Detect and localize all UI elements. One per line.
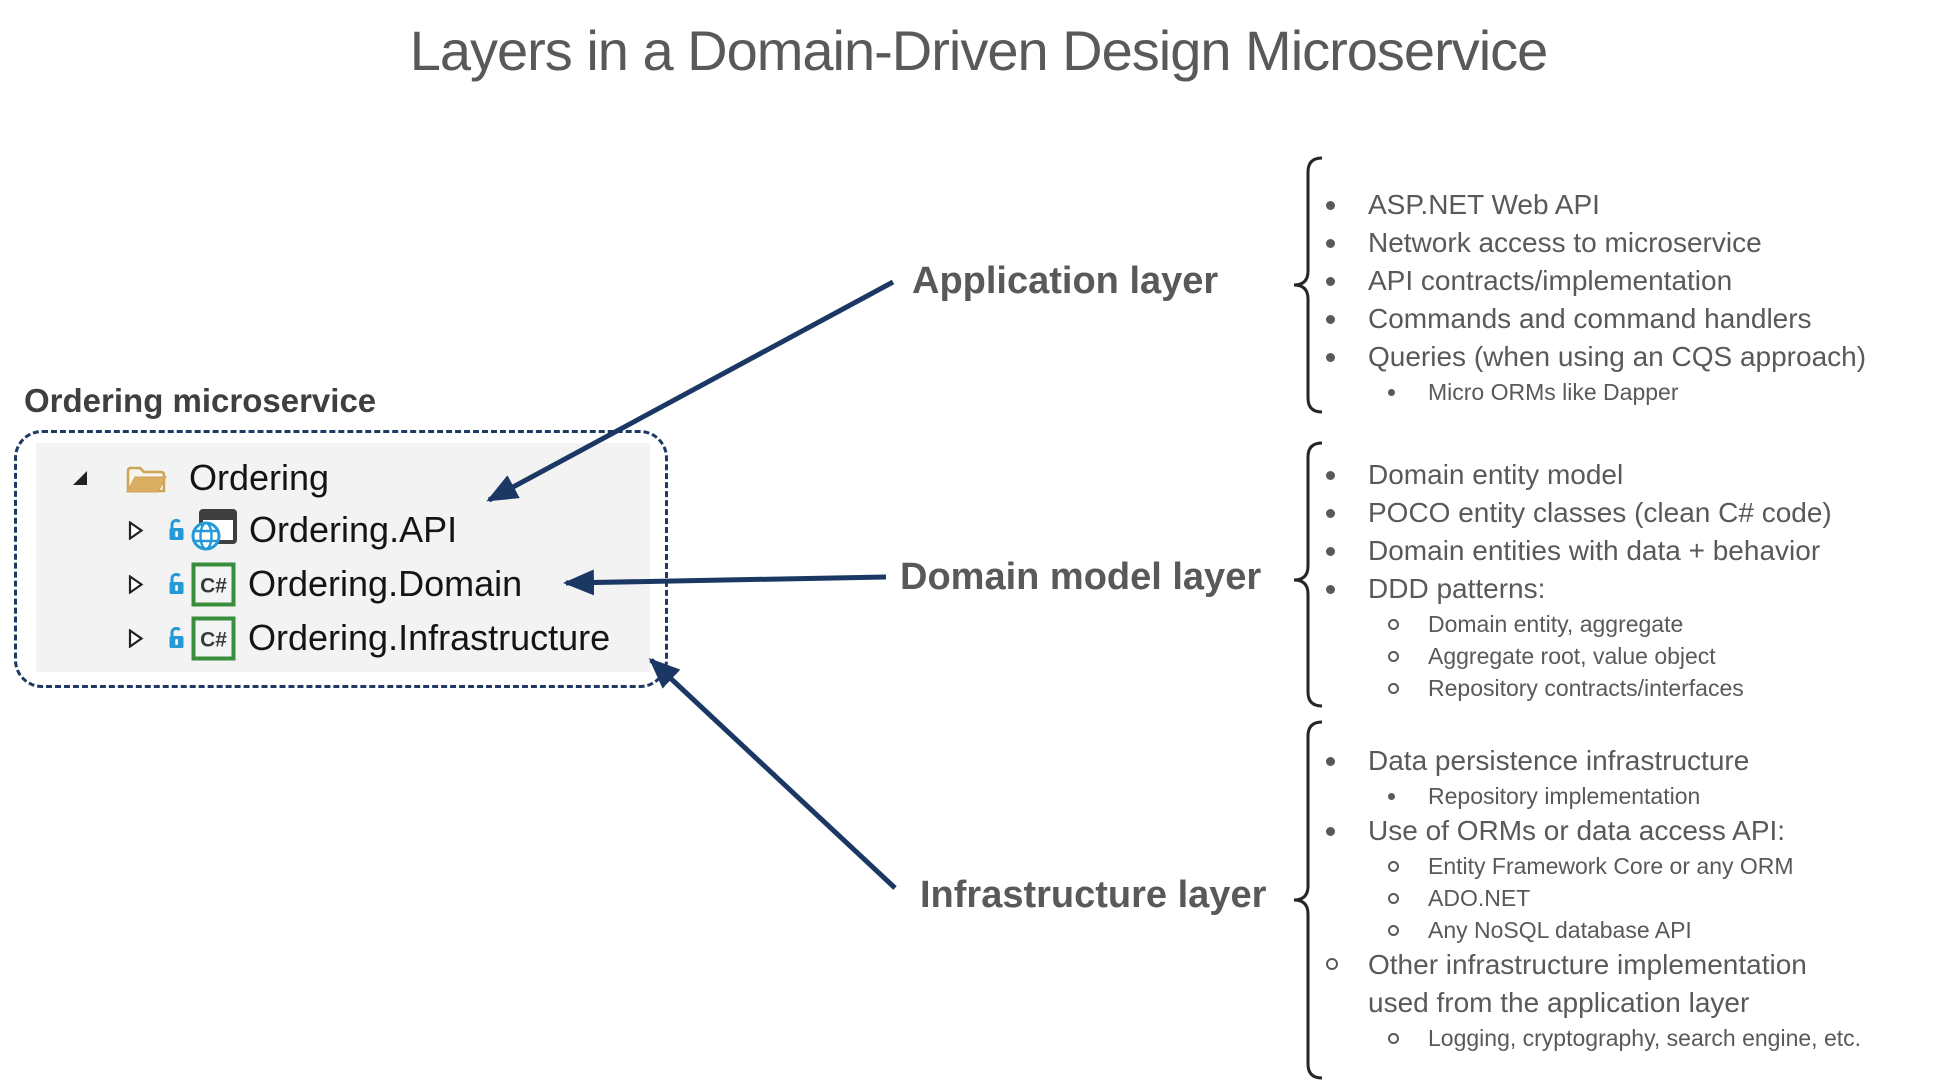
list-item-text: ASP.NET Web API [1368,189,1600,220]
lock-open-icon [168,519,185,541]
bullet-circle-icon [1380,882,1428,904]
svg-text:C#: C# [200,574,227,597]
bullet-dot-icon [1318,532,1368,556]
list-item-text: Aggregate root, value object [1428,643,1716,669]
infrastructure-layer-list: Data persistence infrastructure Reposito… [1318,742,1918,1054]
list-item: ASP.NET Web API [1318,186,1918,224]
list-item-text: Data persistence infrastructure [1368,745,1750,776]
lock-open-icon [168,627,185,649]
bullet-dot-icon [1318,186,1368,210]
list-subitem: Repository contracts/interfaces [1380,672,1918,704]
bullet-dot-icon [1380,780,1428,800]
bullet-circle-icon [1318,946,1368,970]
list-item-text: DDD patterns: [1368,573,1546,604]
application-layer-label: Application layer [912,260,1219,302]
bullet-circle-icon [1380,1022,1428,1044]
csharp-project-icon: C# [191,616,236,661]
list-item: Queries (when using an CQS approach) [1318,338,1918,376]
expander-collapsed-icon[interactable] [128,520,144,540]
infrastructure-layer-arrow [648,657,897,890]
list-item-text: POCO entity classes (clean C# code) [1368,497,1832,528]
bullet-dot-icon [1318,224,1368,248]
bullet-dot-icon [1318,300,1368,324]
bullet-dot-icon [1318,338,1368,362]
list-item: Domain entity model [1318,456,1918,494]
list-item: Commands and command handlers [1318,300,1918,338]
list-item: API contracts/implementation [1318,262,1918,300]
list-item-text: Any NoSQL database API [1428,917,1692,943]
tree-row-ordering-api[interactable]: Ordering.API [128,503,457,557]
bullet-circle-icon [1380,640,1428,662]
list-subitem: Any NoSQL database API [1380,914,1918,946]
bullet-circle-icon [1380,672,1428,694]
domain-model-layer-label: Domain model layer [900,556,1262,598]
tree-item-label[interactable]: Ordering.Domain [248,563,523,604]
list-subitem: Logging, cryptography, search engine, et… [1380,1022,1918,1054]
bullet-dot-icon [1380,376,1428,396]
tree-row-ordering[interactable]: Ordering [72,451,329,505]
tree-row-ordering-domain[interactable]: C# Ordering.Domain [128,557,522,611]
list-item-text: Logging, cryptography, search engine, et… [1428,1025,1862,1051]
list-item-text: Repository contracts/interfaces [1428,675,1744,701]
list-item-text: API contracts/implementation [1368,265,1733,296]
list-subitem: Repository implementation [1380,780,1918,812]
list-item: Domain entities with data + behavior [1318,532,1918,570]
list-item-text: Queries (when using an CQS approach) [1368,341,1867,372]
list-subitem: ADO.NET [1380,882,1918,914]
list-subitem: Domain entity, aggregate [1380,608,1918,640]
bullet-dot-icon [1318,570,1368,594]
bullet-dot-icon [1318,812,1368,836]
solution-heading: Ordering microservice [24,382,377,419]
application-layer-list: ASP.NET Web API Network access to micros… [1318,186,1918,408]
bullet-circle-icon [1380,914,1428,936]
list-item: Network access to microservice [1318,224,1918,262]
tree-item-label[interactable]: Ordering.Infrastructure [248,617,611,658]
list-item-text: ADO.NET [1428,885,1531,911]
list-item: Other infrastructure implementation used… [1318,946,1918,1022]
list-item-text: Domain entities with data + behavior [1368,535,1821,566]
bullet-circle-icon [1380,850,1428,872]
solution-explorer-panel: Ordering [36,443,650,672]
expander-expanded-icon[interactable] [72,470,89,487]
list-item-text: Commands and command handlers [1368,303,1812,334]
list-subitem: Micro ORMs like Dapper [1380,376,1918,408]
tree-item-label[interactable]: Ordering.API [249,509,458,550]
page-title: Layers in a Domain-Driven Design Microse… [409,19,1549,82]
list-item-text: Entity Framework Core or any ORM [1428,853,1794,879]
expander-collapsed-icon[interactable] [128,574,144,594]
bullet-dot-icon [1318,456,1368,480]
list-item: Data persistence infrastructure [1318,742,1918,780]
folder-open-icon [125,461,167,495]
list-subitem: Aggregate root, value object [1380,640,1918,672]
lock-open-icon [168,573,185,595]
list-item-text: Domain entity, aggregate [1428,611,1684,637]
infrastructure-layer-label: Infrastructure layer [920,874,1267,916]
list-item-text: Other infrastructure implementation used… [1368,949,1807,1018]
list-item: Use of ORMs or data access API: [1318,812,1918,850]
expander-collapsed-icon[interactable] [128,628,144,648]
list-item: DDD patterns: [1318,570,1918,608]
dashed-annotation-box [14,430,668,688]
tree-item-label[interactable]: Ordering [189,457,330,498]
list-item: POCO entity classes (clean C# code) [1318,494,1918,532]
bullet-dot-icon [1318,494,1368,518]
bullet-circle-icon [1380,608,1428,630]
bullet-dot-icon [1318,742,1368,766]
web-project-icon [191,509,237,551]
csharp-project-icon: C# [191,562,236,607]
list-item-text: Micro ORMs like Dapper [1428,379,1679,405]
list-subitem: Entity Framework Core or any ORM [1380,850,1918,882]
bullet-dot-icon [1318,262,1368,286]
list-item-text: Repository implementation [1428,783,1701,809]
domain-model-layer-list: Domain entity model POCO entity classes … [1318,456,1918,704]
tree-row-ordering-infrastructure[interactable]: C# Ordering.Infrastructure [128,611,610,665]
list-item-text: Network access to microservice [1368,227,1762,258]
list-item-text: Domain entity model [1368,459,1624,490]
svg-text:C#: C# [200,628,227,651]
list-item-text: Use of ORMs or data access API: [1368,815,1786,846]
